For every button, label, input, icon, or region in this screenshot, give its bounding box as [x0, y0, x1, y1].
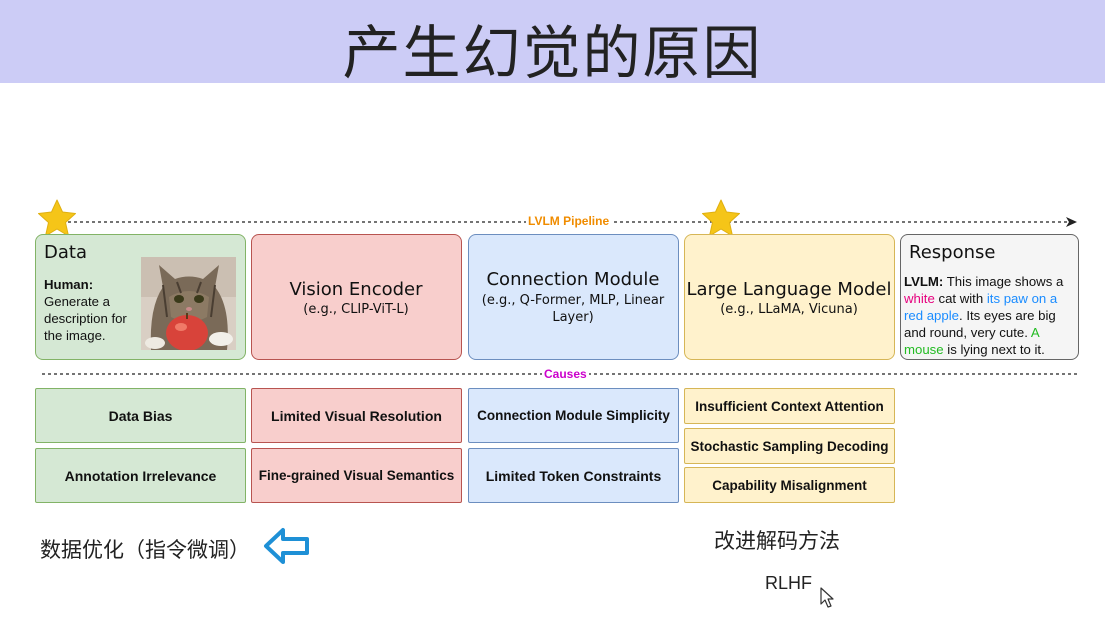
vision-encoder-box: Vision Encoder (e.g., CLIP-ViT-L): [251, 234, 462, 360]
pipeline-label: LVLM Pipeline: [526, 214, 612, 228]
cause-limited-visual-resolution: Limited Visual Resolution: [251, 388, 462, 443]
response-segment: is lying next to it.: [947, 342, 1045, 357]
star-icon: [702, 199, 740, 237]
pipeline-arrowhead: [1066, 217, 1077, 227]
connection-module-title: Connection Module: [486, 269, 660, 290]
slide-title: 产生幻觉的原因: [342, 19, 763, 87]
left-arrow-icon: [264, 528, 309, 564]
cause-connection-simplicity: Connection Module Simplicity: [468, 388, 679, 443]
cause-insufficient-context-attention: Insufficient Context Attention: [684, 388, 895, 424]
response-text: LVLM: This image shows a white cat with …: [904, 273, 1076, 358]
cause-limited-token-constraints: Limited Token Constraints: [468, 448, 679, 503]
connection-module-sub: (e.g., Q-Former, MLP, Linear Layer): [481, 293, 665, 325]
llm-box: Large Language Model (e.g., LLaMA, Vicun…: [684, 234, 895, 360]
cause-data-bias: Data Bias: [35, 388, 246, 443]
cause-capability-misalignment: Capability Misalignment: [684, 467, 895, 503]
response-segment: cat with: [938, 291, 984, 306]
cat-with-apple-image: [141, 257, 236, 350]
title-banner: [0, 0, 1105, 83]
highlight-paw-apple: its paw on a red apple: [904, 291, 1058, 323]
response-segment: This image shows a: [946, 274, 1064, 289]
human-label: Human:: [44, 277, 94, 292]
note-data-optimization: 数据优化（指令微调）: [40, 538, 250, 562]
response-box: Response LVLM: This image shows a white …: [900, 234, 1079, 360]
star-icon: [38, 199, 76, 237]
vision-encoder-title: Vision Encoder: [289, 279, 423, 300]
mouse-cursor-icon: [820, 587, 834, 608]
llm-title: Large Language Model: [686, 279, 892, 300]
human-prompt: Generate a description for the image.: [44, 294, 127, 343]
cause-fine-grained-semantics: Fine-grained Visual Semantics: [251, 448, 462, 503]
note-rlhf: RLHF: [765, 573, 813, 593]
response-segment: . Its eyes are big and round, very cute.: [904, 308, 1056, 340]
data-title: Data: [44, 242, 87, 263]
response-title: Response: [909, 242, 996, 263]
highlight-mouse: A mouse: [904, 325, 1039, 357]
causes-label: Causes: [542, 367, 589, 381]
cause-stochastic-sampling: Stochastic Sampling Decoding: [684, 428, 895, 464]
lvlm-label: LVLM:: [904, 274, 944, 289]
vision-encoder-sub: (e.g., CLIP-ViT-L): [303, 302, 409, 317]
highlight-white: white: [904, 291, 935, 306]
connection-module-box: Connection Module (e.g., Q-Former, MLP, …: [468, 234, 679, 360]
data-box: Data Human: Generate a description for t…: [35, 234, 246, 360]
note-improved-decoding: 改进解码方法: [714, 529, 840, 553]
llm-sub: (e.g., LLaMA, Vicuna): [720, 302, 858, 317]
cause-annotation-irrelevance: Annotation Irrelevance: [35, 448, 246, 503]
